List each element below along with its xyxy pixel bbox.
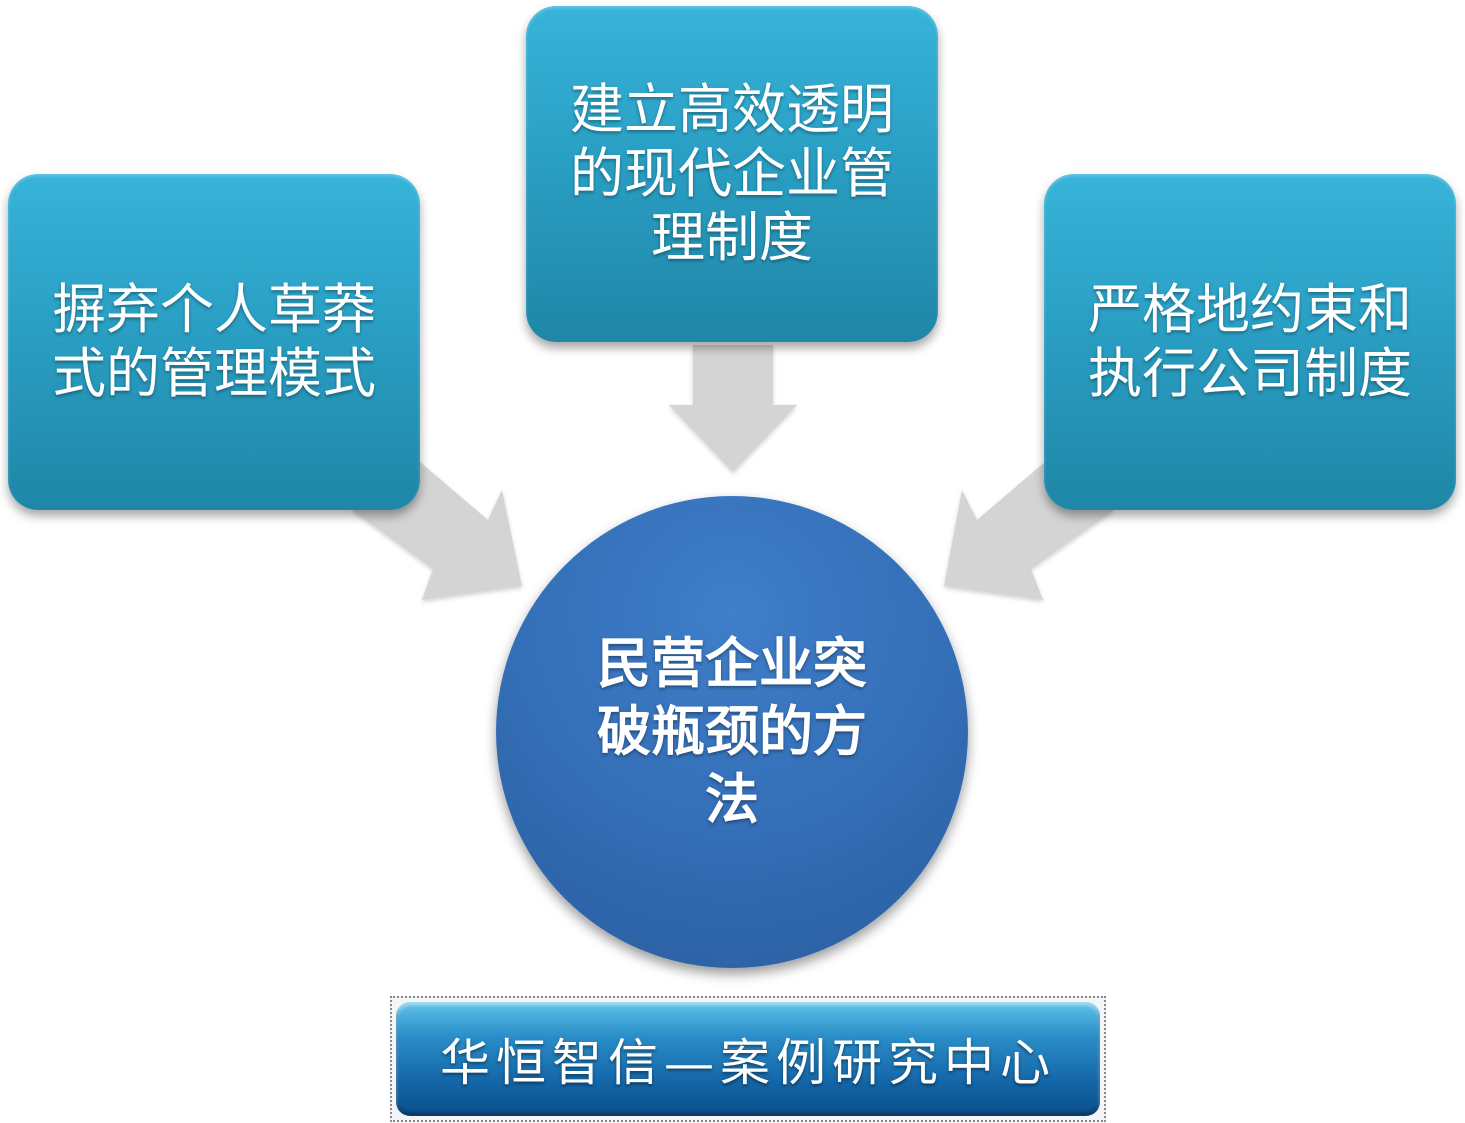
center-node-label: 民营企业突破瓶颈的方法 — [597, 632, 867, 831]
node-right: 严格地约束和执行公司制度 — [1044, 174, 1456, 510]
node-right-label: 严格地约束和执行公司制度 — [1088, 278, 1412, 405]
source-banner: 华恒智信—案例研究中心 — [390, 996, 1106, 1122]
source-banner-text: 华恒智信—案例研究中心 — [440, 1034, 1056, 1092]
center-node: 民营企业突破瓶颈的方法 — [496, 496, 968, 968]
node-top-label: 建立高效透明的现代企业管理制度 — [570, 78, 894, 269]
node-top: 建立高效透明的现代企业管理制度 — [526, 6, 938, 342]
node-left: 摒弃个人草莽式的管理模式 — [8, 174, 420, 510]
source-banner-plate: 华恒智信—案例研究中心 — [396, 1002, 1100, 1116]
arrow-top-to-center — [669, 345, 797, 472]
node-left-label: 摒弃个人草莽式的管理模式 — [52, 278, 376, 405]
